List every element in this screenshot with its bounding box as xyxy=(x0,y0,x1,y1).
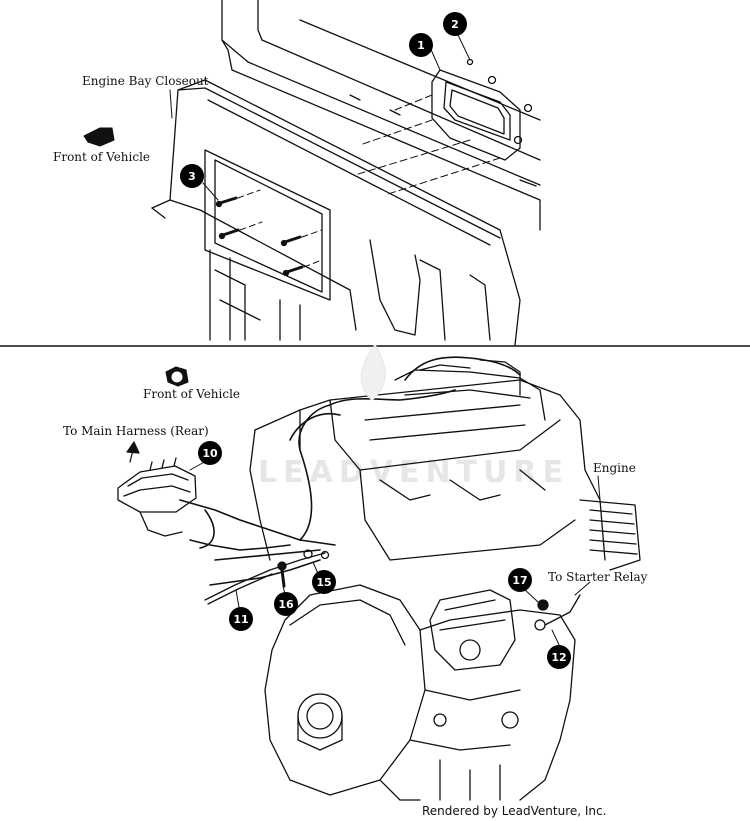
front-arrow-top xyxy=(83,127,115,147)
callout-badge: 3 xyxy=(180,164,204,188)
valve-covers xyxy=(394,359,546,421)
closeout-bolts xyxy=(215,196,304,277)
label-front-of-vehicle-top: Front of Vehicle xyxy=(53,150,151,164)
callout-badge: 2 xyxy=(443,12,467,36)
front-arrow-bottom xyxy=(165,366,189,387)
flywheel-housing xyxy=(264,584,426,796)
cylinder-fins xyxy=(579,499,641,571)
lower-frame-legs xyxy=(209,249,301,341)
label-engine: Engine xyxy=(593,461,636,475)
callout-badge: 10 xyxy=(198,441,222,465)
label-front-of-vehicle-bottom: Front of Vehicle xyxy=(143,387,241,401)
wiring-harness xyxy=(179,356,521,586)
fasteners-15-16-17 xyxy=(277,549,581,631)
callout-badge: 17 xyxy=(508,568,532,592)
ecu-bolt-leaders xyxy=(354,94,501,196)
callout-badge: 16 xyxy=(274,592,298,616)
rear-arrow xyxy=(126,441,140,463)
ecu-module xyxy=(431,58,533,161)
callout-badge: 1 xyxy=(409,33,433,57)
engine-lower-structure xyxy=(379,609,576,801)
engine-block xyxy=(249,379,606,561)
label-to-starter-relay: To Starter Relay xyxy=(548,570,648,584)
cable-11 xyxy=(204,552,326,605)
starter-motor xyxy=(429,589,516,671)
callout-badge: 12 xyxy=(547,645,571,669)
callout-badge: 15 xyxy=(312,570,336,594)
footer-credit: Rendered by LeadVenture, Inc. xyxy=(422,804,607,818)
watermark-flame xyxy=(360,344,386,401)
label-engine-bay-closeout: Engine Bay Closeout xyxy=(82,74,209,88)
engine-bay-closeout-panel xyxy=(151,79,521,346)
label-to-main-harness: To Main Harness (Rear) xyxy=(63,424,209,438)
main-harness-connector xyxy=(117,457,197,537)
closeout-bolt-leaders xyxy=(237,189,323,268)
callout-badge: 11 xyxy=(229,607,253,631)
top-frame-rails xyxy=(221,0,541,231)
